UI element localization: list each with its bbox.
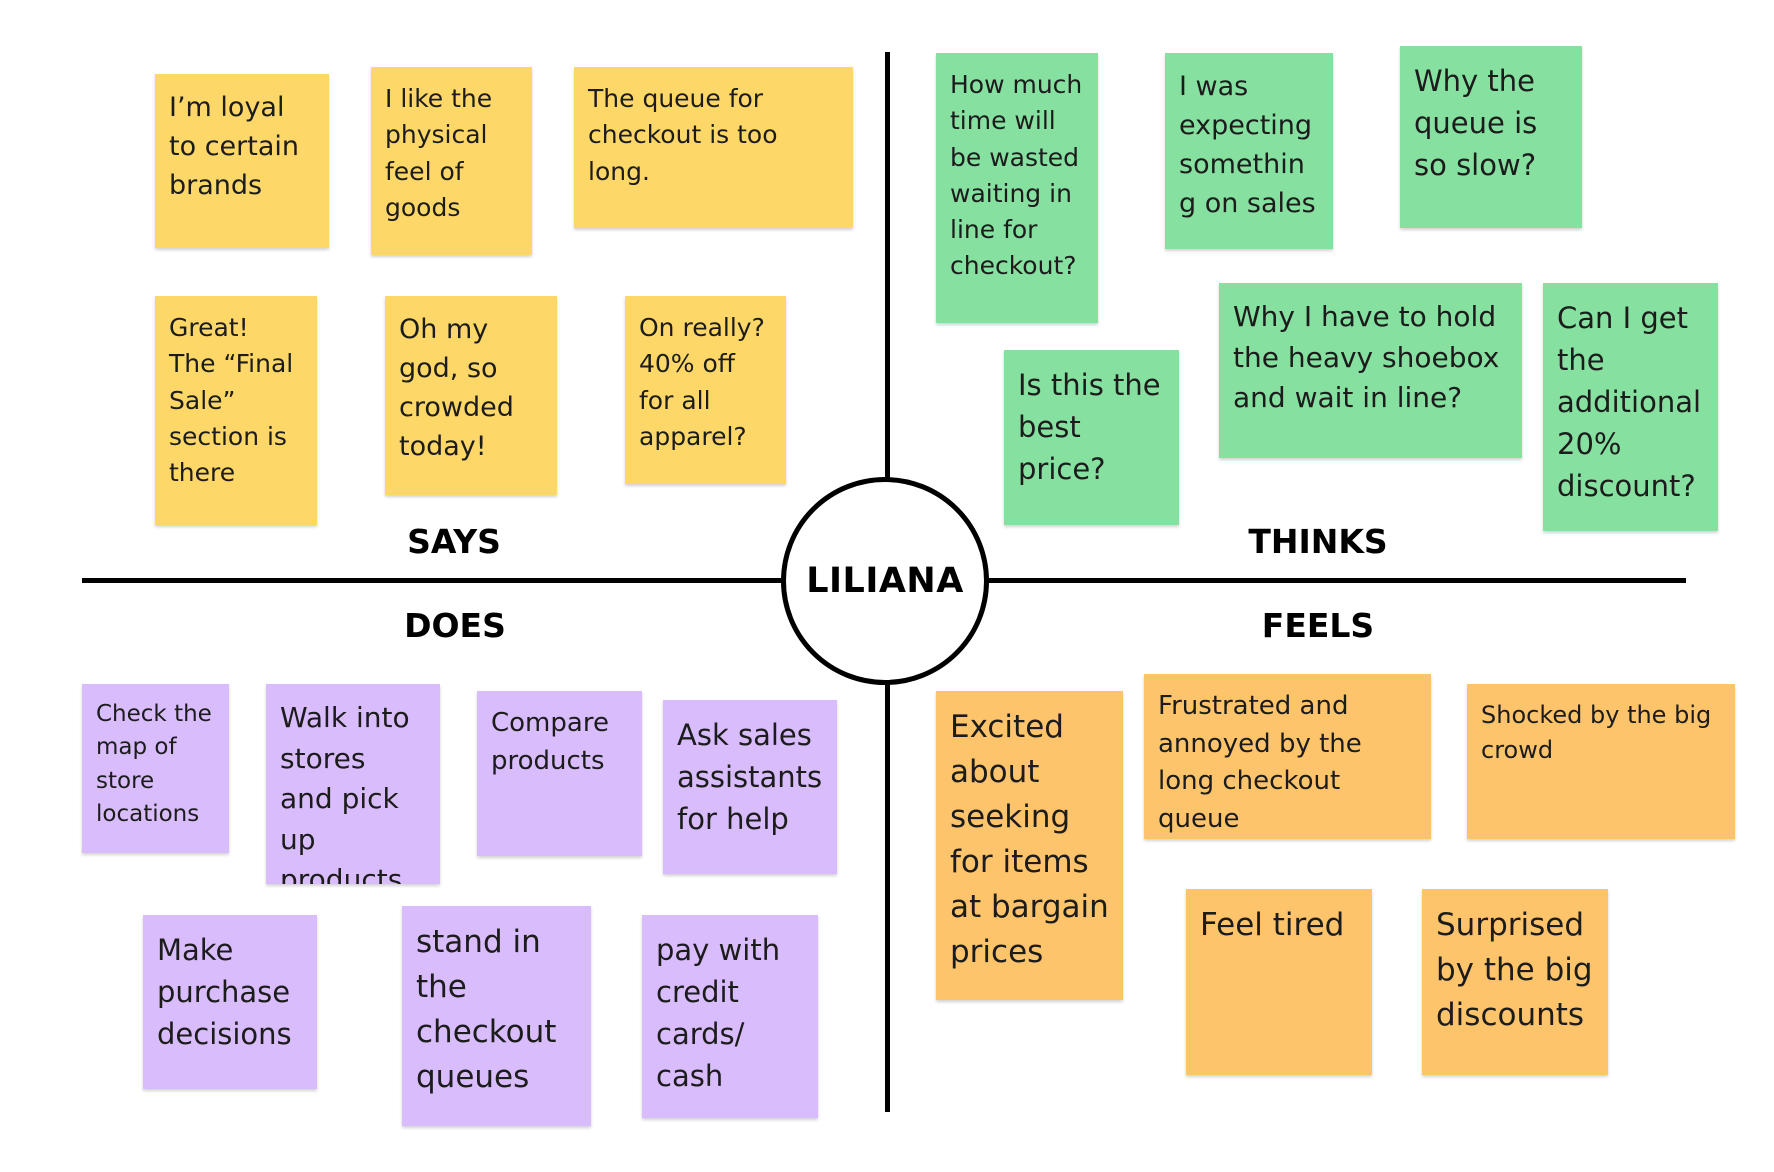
note-text: The queue for checkout is too long.	[588, 84, 778, 186]
sticky-note-does[interactable]: Ask sales assistants for help	[663, 700, 837, 874]
note-text: I’m loyal to certain brands	[169, 92, 299, 202]
sticky-note-says[interactable]: The queue for checkout is too long.	[574, 67, 853, 228]
sticky-note-feels[interactable]: Shocked by the big crowd	[1467, 684, 1735, 839]
sticky-note-thinks[interactable]: Can I get the additional 20% discount?	[1543, 283, 1718, 531]
note-text: Frustrated and annoyed by the long check…	[1158, 691, 1362, 835]
sticky-note-thinks[interactable]: How much time will be wasted waiting in …	[936, 53, 1098, 323]
sticky-note-says[interactable]: Great! The “Final Sale” section is there	[155, 296, 317, 525]
note-text: Shocked by the big crowd	[1481, 701, 1712, 764]
persona-circle: LILIANA	[781, 477, 989, 685]
note-text: How much time will be wasted waiting in …	[950, 70, 1083, 281]
note-text: Make purchase decisions	[157, 933, 292, 1052]
note-text: Can I get the additional 20% discount?	[1557, 301, 1702, 504]
sticky-note-thinks[interactable]: Why I have to hold the heavy shoebox and…	[1219, 283, 1522, 458]
note-text: Oh my god, so crowded today!	[399, 314, 514, 463]
note-text: On really? 40% off for all apparel?	[639, 313, 765, 451]
note-text: Check the map of store locations	[96, 701, 212, 828]
sticky-note-says[interactable]: On really? 40% off for all apparel?	[625, 296, 786, 484]
note-text: Feel tired	[1200, 907, 1345, 943]
quadrant-label-feels: FEELS	[1261, 606, 1375, 645]
note-text: Excited about seeking for items at barga…	[950, 709, 1109, 970]
sticky-note-says[interactable]: I’m loyal to certain brands	[155, 74, 329, 248]
sticky-note-thinks[interactable]: Is this the best price?	[1004, 350, 1179, 525]
sticky-note-thinks[interactable]: I was expecting something on sales	[1165, 53, 1333, 249]
sticky-note-feels[interactable]: Feel tired	[1186, 889, 1372, 1075]
sticky-note-does[interactable]: stand in the checkout queues	[402, 906, 591, 1126]
quadrant-label-thinks: THINKS	[1248, 522, 1388, 561]
note-text: I was expecting something on sales	[1179, 71, 1316, 220]
quadrant-label-says: SAYS	[407, 522, 501, 561]
note-text: Great! The “Final Sale” section is there	[169, 313, 294, 487]
note-text: Walk into stores and pick up products	[280, 701, 410, 884]
note-text: Is this the best price?	[1018, 368, 1161, 487]
sticky-note-feels[interactable]: Frustrated and annoyed by the long check…	[1144, 674, 1431, 839]
note-text: Why the queue is so slow?	[1414, 64, 1538, 183]
sticky-note-does[interactable]: Check the map of store locations	[82, 684, 229, 853]
sticky-note-says[interactable]: I like the physical feel of goods	[371, 67, 532, 255]
note-text: Surprised by the big discounts	[1436, 907, 1593, 1033]
note-text: stand in the checkout queues	[416, 924, 557, 1095]
sticky-note-thinks[interactable]: Why the queue is so slow?	[1400, 46, 1582, 228]
sticky-note-says[interactable]: Oh my god, so crowded today!	[385, 296, 557, 495]
sticky-note-feels[interactable]: Surprised by the big discounts	[1422, 889, 1608, 1075]
sticky-note-does[interactable]: Make purchase decisions	[143, 915, 317, 1089]
sticky-note-does[interactable]: pay with credit cards/ cash	[642, 915, 818, 1118]
note-text: Ask sales assistants for help	[677, 718, 823, 837]
note-text: pay with credit cards/ cash	[656, 933, 781, 1094]
quadrant-label-does: DOES	[404, 606, 506, 645]
sticky-note-does[interactable]: Walk into stores and pick up products	[266, 684, 440, 884]
note-text: Compare products	[491, 708, 609, 776]
note-text: Why I have to hold the heavy shoebox and…	[1233, 300, 1500, 415]
sticky-note-does[interactable]: Compare products	[477, 691, 642, 856]
sticky-note-feels[interactable]: Excited about seeking for items at barga…	[936, 691, 1123, 1000]
persona-name: LILIANA	[806, 561, 964, 601]
note-text: I like the physical feel of goods	[385, 84, 493, 222]
